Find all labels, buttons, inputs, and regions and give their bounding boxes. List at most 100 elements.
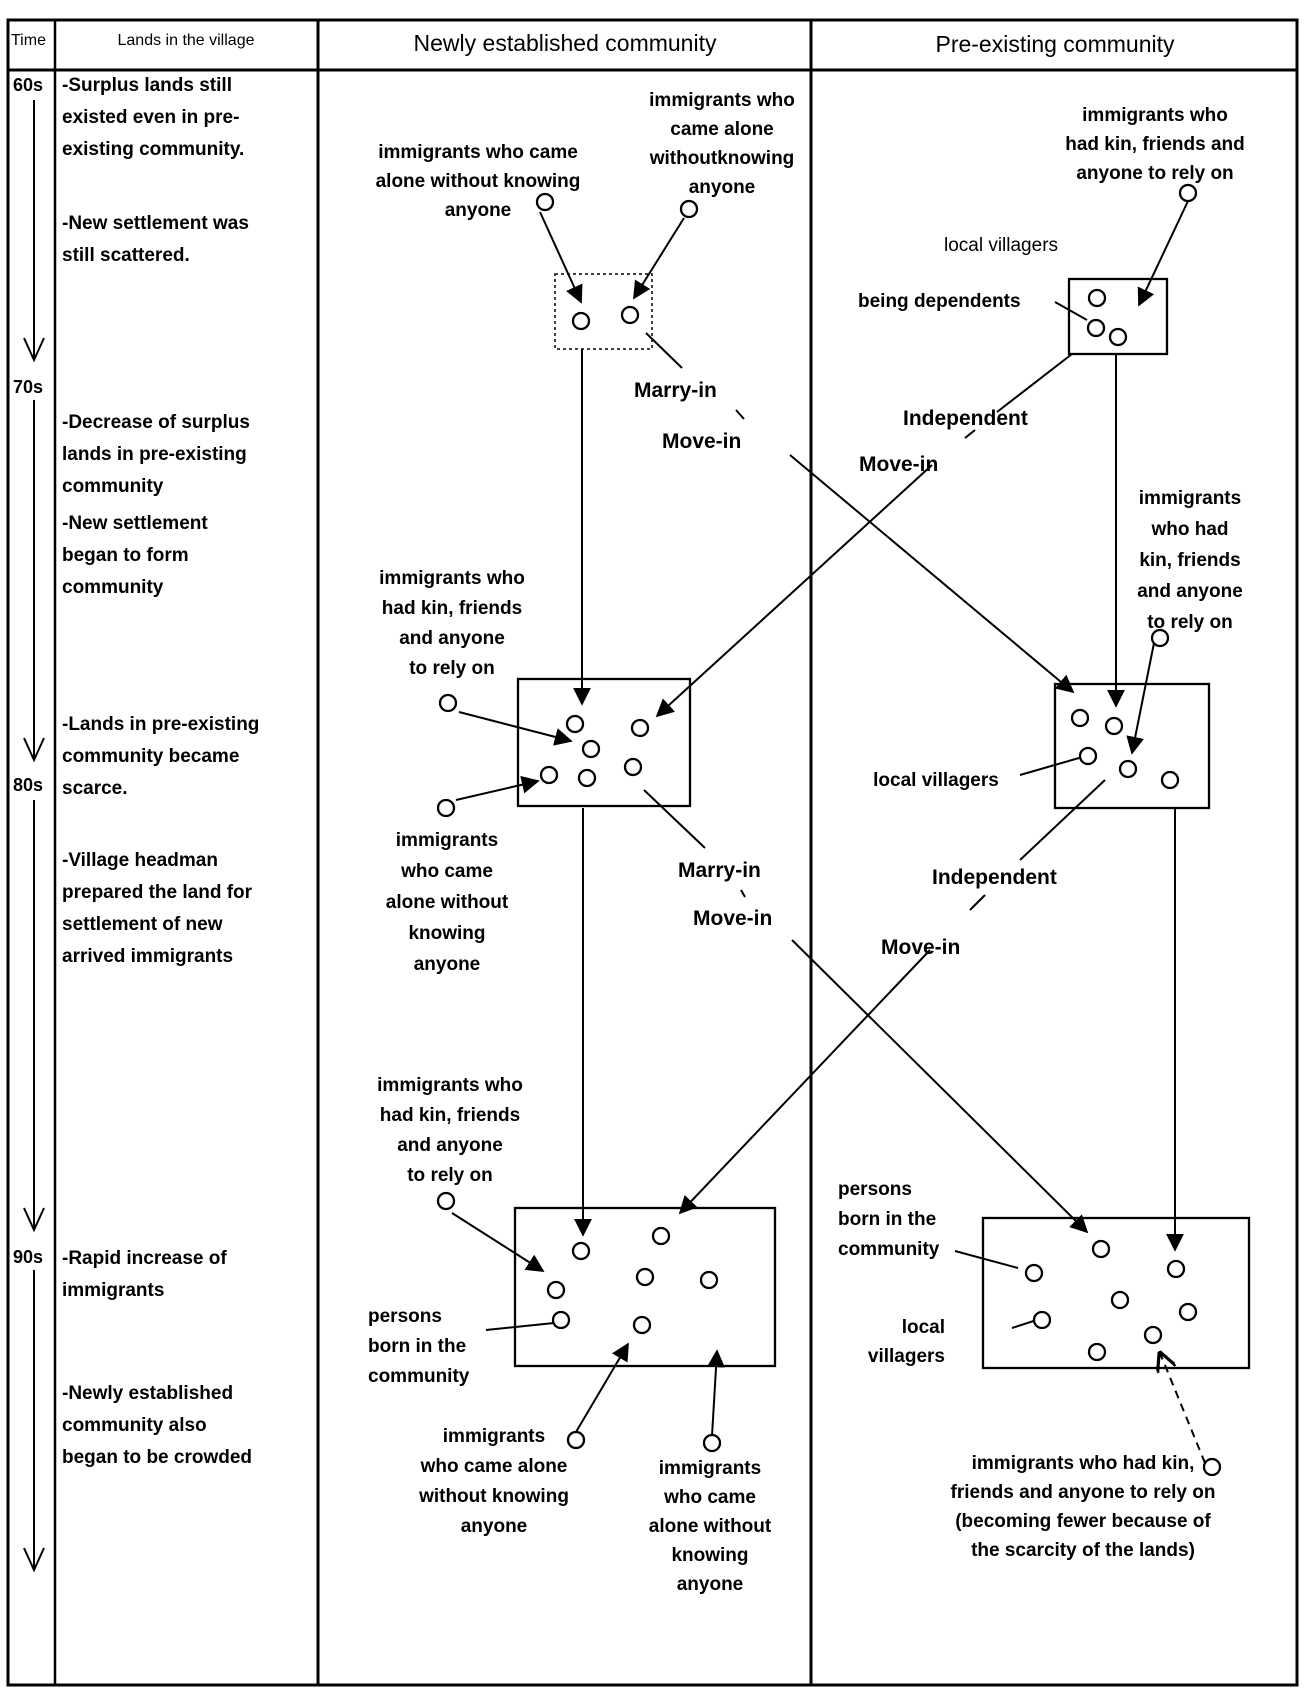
label-immigrants-kin: immigrants who had kin, friends and anyone… (377, 1075, 523, 1186)
label-line: had kin, friends and (1065, 134, 1244, 155)
label-line: immigrants (659, 1458, 761, 1479)
label-line: to rely on (407, 1165, 493, 1186)
flow-label-move-in: Move-in (662, 430, 741, 453)
label-line: had kin, friends (382, 598, 522, 619)
person-node (1178, 1302, 1198, 1322)
label-line: immigrants (443, 1426, 545, 1447)
person-node (1104, 716, 1124, 736)
label-line: Move-in (662, 430, 741, 453)
label-local-villagers: local villagers (944, 235, 1058, 256)
label-line: knowing (671, 1545, 748, 1566)
label-line: immigrants (62, 1280, 164, 1301)
label-line: and anyone (397, 1135, 503, 1156)
flow-label-independent: Independent (932, 866, 1057, 889)
flow-label-move-in: Move-in (881, 936, 960, 959)
label-line: immigrants who (377, 1075, 523, 1096)
label-being-dependents: being dependents (858, 291, 1021, 312)
person-node (1110, 1290, 1130, 1310)
flow-label-move-in: Move-in (859, 453, 938, 476)
label-line: alone without knowing (376, 171, 581, 192)
label-line: the scarcity of the lands) (971, 1540, 1195, 1561)
person-node (1070, 708, 1090, 728)
person-node (1108, 327, 1128, 347)
person-node (551, 1310, 571, 1330)
label-line: local villagers (944, 235, 1058, 256)
person-node (1166, 1259, 1186, 1279)
person-node (535, 192, 555, 212)
label-line: immigrants who (649, 90, 795, 111)
person-node (620, 305, 640, 325)
person-node (581, 739, 601, 759)
label-line: -Newly established (62, 1383, 233, 1404)
person-node (1032, 1310, 1052, 1330)
label-line: -Decrease of surplus (62, 412, 250, 433)
person-node (1118, 759, 1138, 779)
person-node (630, 718, 650, 738)
label-line: Move-in (881, 936, 960, 959)
person-node (1178, 183, 1198, 203)
label-line: immigrants (396, 830, 498, 851)
label-line: -Village headman (62, 850, 218, 871)
label-line: community also (62, 1415, 207, 1436)
header-new-community: Newly established community (414, 30, 717, 56)
label-line: anyone to rely on (1076, 163, 1233, 184)
label-line: -New settlement (62, 513, 208, 534)
person-node (1087, 288, 1107, 308)
person-node (571, 311, 591, 331)
label-line: lands in pre-existing (62, 444, 247, 465)
label-line: -Surplus lands still (62, 75, 232, 96)
person-node (565, 714, 585, 734)
person-node (623, 757, 643, 777)
flow-label-move-in: Move-in (693, 907, 772, 930)
person-node (546, 1280, 566, 1300)
label-line: Marry-in (634, 379, 717, 402)
label-line: kin, friends (1139, 550, 1240, 571)
label-line: to rely on (1147, 612, 1233, 633)
lands-note: -Decrease of surplus lands in pre-existin… (62, 412, 250, 497)
person-node (1091, 1239, 1111, 1259)
person-node (539, 765, 559, 785)
pre-existing-box-90s (981, 1216, 1251, 1370)
header-time: Time (11, 32, 46, 49)
new-community-box-80s (516, 677, 692, 808)
pre-existing-box-60s (1067, 277, 1169, 356)
label-line: -Lands in pre-existing (62, 714, 259, 735)
label-line: Independent (903, 407, 1028, 430)
person-nodes (436, 183, 1222, 1477)
label-line: community (62, 577, 164, 598)
timeline-mark-90s: 90s (13, 1247, 43, 1267)
label-line: who had (1150, 519, 1228, 540)
label-line: Move-in (693, 907, 772, 930)
person-node (1087, 1342, 1107, 1362)
label-line: who came alone (420, 1456, 568, 1477)
label-line: to rely on (409, 658, 495, 679)
label-line: arrived immigrants (62, 946, 233, 967)
person-node (1078, 746, 1098, 766)
person-node (438, 693, 458, 713)
flow-label-independent: Independent (903, 407, 1028, 430)
header-lands: Lands in the village (118, 32, 255, 49)
label-line: who came (663, 1487, 756, 1508)
person-node (1086, 318, 1106, 338)
label-line: and anyone (1137, 581, 1243, 602)
label-line: had kin, friends (380, 1105, 520, 1126)
header-pre-existing: Pre-existing community (935, 31, 1175, 57)
label-line: Move-in (859, 453, 938, 476)
label-line: persons (368, 1306, 442, 1327)
label-line: came alone (670, 119, 774, 140)
label-line: community (62, 476, 164, 497)
person-node (679, 199, 699, 219)
timeline-mark-70s: 70s (13, 377, 43, 397)
